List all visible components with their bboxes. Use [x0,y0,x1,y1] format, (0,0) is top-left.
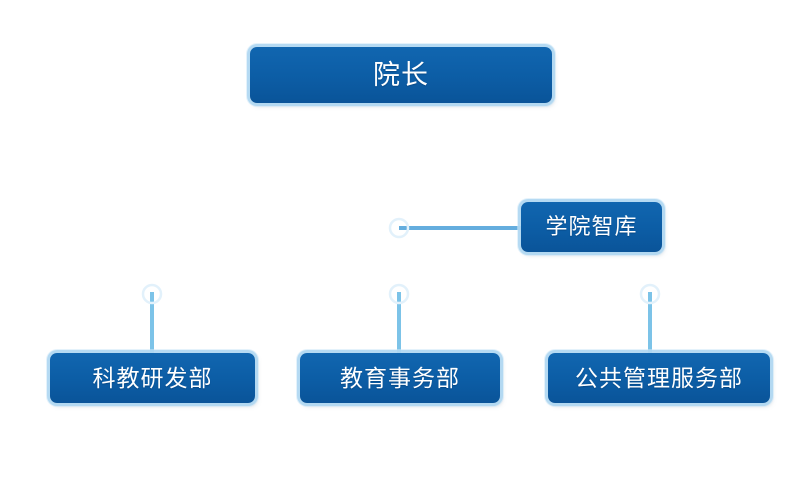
org-node-department-2-label: 教育事务部 [340,364,460,391]
junction-ring-center [388,283,410,305]
org-node-root-label: 院长 [373,59,429,90]
org-node-assistant-label: 学院智库 [545,214,638,239]
junction-ring-left-corner [141,283,163,305]
org-node-department-3-label: 公共管理服务部 [575,364,743,391]
org-node-root[interactable]: 院长 [250,47,552,103]
org-node-department-1[interactable]: 科教研发部 [50,353,255,403]
org-node-department-2[interactable]: 教育事务部 [300,353,500,403]
org-node-department-1-label: 科教研发部 [92,364,213,391]
junction-ring-right-corner [639,283,661,305]
junction-ring-assistant [388,217,410,239]
org-node-assistant[interactable]: 学院智库 [521,202,662,252]
org-node-department-3[interactable]: 公共管理服务部 [548,353,770,403]
